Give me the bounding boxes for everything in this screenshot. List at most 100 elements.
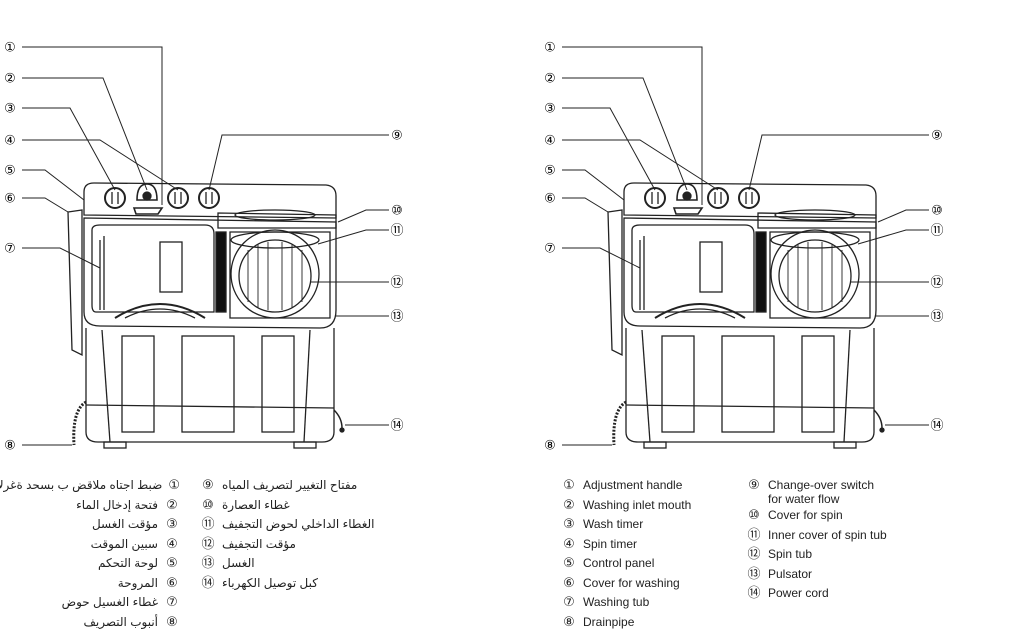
item-number: ⑨	[202, 478, 214, 493]
item-number: ⑫	[747, 547, 761, 562]
callout-marker: ⑫	[930, 276, 943, 291]
item-number: ⑬	[201, 556, 215, 571]
item-label: كبل توصيل الكهرباء	[222, 575, 318, 590]
item-number: ③	[166, 517, 178, 532]
callout-marker: ⑨	[931, 129, 943, 144]
item-number: ③	[563, 517, 575, 532]
callout-marker: ③	[544, 102, 556, 117]
callout-marker: ⑩	[931, 204, 943, 219]
callout-marker: ⑥	[4, 192, 16, 207]
item-label: الغطاء الداخلي لحوض التجفيف	[222, 517, 375, 531]
callout-marker: ⑫	[390, 276, 403, 291]
callout-marker: ④	[544, 134, 556, 149]
item-label: الغسل	[222, 556, 255, 570]
callout-marker: ⑧	[544, 439, 556, 454]
item-number: ⑤	[166, 556, 178, 571]
item-number: ⑭	[747, 586, 761, 601]
item-number: ②	[563, 497, 575, 513]
legend-item: ⑩ غطاء العصارة	[200, 496, 375, 516]
legend-item: ④ Spin timer	[561, 535, 691, 555]
item-number: ⑨	[748, 478, 760, 493]
item-label: Control panel	[583, 556, 655, 570]
item-label: ضبط اجتاه ملاقض ب بسحد ةغرلا	[0, 478, 163, 492]
item-number: ⑥	[166, 575, 178, 591]
callout-marker: ⑤	[4, 164, 16, 179]
item-label: لوحة التحكم	[97, 556, 158, 570]
item-label: مؤقت التجفيف	[222, 536, 296, 551]
item-number: ⑤	[563, 556, 575, 571]
callout-marker: ④	[4, 134, 16, 149]
item-label: غطاء العصارة	[222, 497, 290, 512]
item-label: Cover for washing	[583, 575, 680, 590]
item-number: ②	[166, 497, 178, 513]
legend-item: ⑫ مؤقت التجفيف	[200, 535, 375, 555]
item-number: ⑩	[748, 508, 760, 523]
item-label: سبين الموقت	[90, 536, 158, 551]
item-number: ⑦	[563, 595, 575, 610]
callout-marker: ③	[4, 102, 16, 117]
legend-item: ⑨ مفتاح التغيير لتصريف المياه	[200, 476, 375, 496]
item-label: Inner cover of spin tub	[768, 527, 887, 542]
legend-item: ⑬ الغسل	[200, 554, 375, 574]
callout-marker: ⑬	[390, 310, 403, 325]
legend-item: ⑤ لوحة التحكم	[15, 554, 180, 574]
item-number: ④	[563, 536, 575, 552]
item-number: ⑫	[201, 536, 215, 552]
item-label: أنبوب التصريف	[83, 614, 158, 629]
legend-item: ⑭ كبل توصيل الكهرباء	[200, 574, 375, 594]
legend-item: ⑭ Power cord	[746, 584, 887, 604]
legend-item: ⑥ المروحة	[15, 574, 180, 594]
legend-item: ⑦ Washing tub	[561, 593, 691, 613]
washing-machine-diagram-english	[560, 45, 931, 450]
callout-marker: ②	[4, 72, 16, 87]
item-label: Pulsator	[768, 566, 813, 581]
callout-marker: ⑥	[544, 192, 556, 207]
callout-marker: ⑪	[390, 224, 403, 239]
item-label: Adjustment handle	[583, 478, 683, 492]
item-label: مفتاح التغيير لتصريف المياه	[222, 478, 358, 492]
callout-marker: ①	[4, 41, 16, 56]
legend-item: ① Adjustment handle	[561, 476, 691, 496]
item-number: ⑦	[166, 595, 178, 610]
callout-marker: ⑧	[4, 439, 16, 454]
item-label: مؤقت الغسل	[91, 517, 158, 531]
item-number: ⑧	[563, 614, 575, 630]
item-label: Washing tub	[583, 595, 650, 609]
legend-item: ③ Wash timer	[561, 515, 691, 535]
item-label: المروحة	[117, 575, 158, 590]
item-label: Washing inlet mouth	[583, 497, 692, 512]
item-number: ①	[168, 478, 180, 493]
item-label: Wash timer	[583, 517, 644, 531]
item-label: Spin timer	[583, 536, 638, 551]
item-label: Power cord	[768, 586, 829, 600]
legend-item: ② فتحة إدخال الماء	[15, 496, 180, 516]
callout-marker: ⑦	[4, 242, 16, 257]
item-label: فتحة إدخال الماء	[76, 497, 158, 512]
item-number: ⑭	[201, 575, 215, 591]
callout-marker: ⑭	[930, 419, 943, 434]
legend-item: ⑬ Pulsator	[746, 565, 887, 585]
callout-marker: ⑬	[930, 310, 943, 325]
item-label: غطاء الغسيل حوض	[61, 595, 158, 609]
item-number: ⑬	[747, 566, 761, 582]
item-number: ①	[563, 478, 575, 493]
legend-item: ① ضبط اجتاه ملاقض ب بسحد ةغرلا	[0, 476, 180, 496]
washing-machine-diagram-arabic	[20, 45, 391, 450]
item-label: Cover for spin	[768, 508, 843, 522]
legend-item: ⑦ غطاء الغسيل حوض	[15, 593, 180, 613]
callout-marker: ⑦	[544, 242, 556, 257]
item-number: ⑩	[202, 497, 214, 513]
callout-marker: ⑩	[391, 204, 403, 219]
legend-item: ③ مؤقت الغسل	[15, 515, 180, 535]
callout-marker: ⑨	[391, 129, 403, 144]
arabic-legend-col2: ⑨ مفتاح التغيير لتصريف المياه ⑩ غطاء العصار…	[200, 476, 375, 594]
legend-item: ② Washing inlet mouth	[561, 496, 691, 516]
